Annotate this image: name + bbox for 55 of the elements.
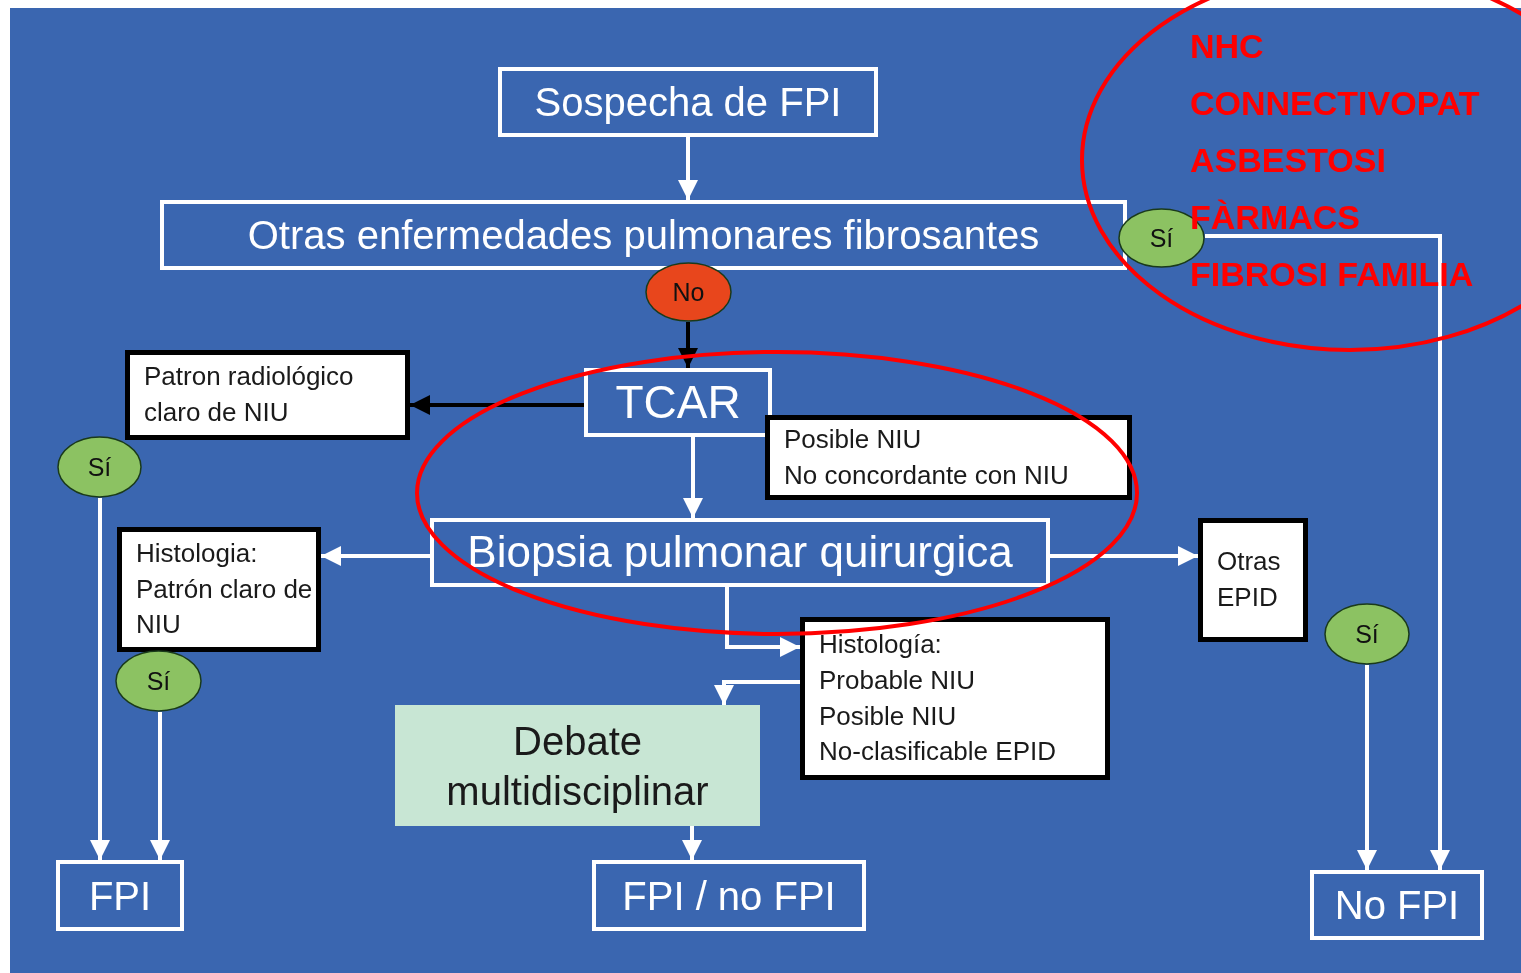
decision-oval xyxy=(645,262,732,322)
outcome-box xyxy=(1310,870,1484,940)
answer-label: Sí xyxy=(1149,223,1174,253)
arrow xyxy=(321,546,430,566)
annotation-text: CONNECTIVOPAT xyxy=(1190,83,1480,124)
process-box xyxy=(498,67,878,137)
answer-label: Sí xyxy=(146,666,171,696)
node-text: No-clasificable EPID xyxy=(819,735,1056,769)
node-text: No concordante con NIU xyxy=(784,458,1069,492)
outcome-box xyxy=(592,860,866,931)
node-text: No FPI xyxy=(1334,883,1460,927)
node-text: Otras EPID xyxy=(1217,545,1282,614)
node-text: Sospecha de FPI xyxy=(534,80,842,124)
arrow xyxy=(682,826,702,860)
node-text: Histologia: xyxy=(136,536,258,570)
node-text: Posible NIU xyxy=(819,699,957,733)
result-box xyxy=(765,415,1132,500)
annotation-text: FÀRMACS xyxy=(1190,197,1360,238)
arrow xyxy=(725,587,800,657)
node-text: TCAR xyxy=(615,377,741,428)
arrow xyxy=(410,395,584,415)
result-box xyxy=(117,527,321,652)
decision-oval xyxy=(1324,603,1410,665)
node-text: FPI / no FPI xyxy=(622,873,836,918)
arrow xyxy=(1050,546,1198,566)
arrow xyxy=(1205,234,1450,870)
node-text: Posible NIU xyxy=(784,422,922,456)
answer-label: Sí xyxy=(87,452,112,482)
decision-oval xyxy=(57,436,142,498)
arrow xyxy=(1357,665,1377,870)
result-box xyxy=(125,350,410,440)
outcome-box xyxy=(56,860,184,931)
annotation-text: NHC xyxy=(1190,26,1264,67)
node-text: Otras enfermedades pulmonares fibrosantes xyxy=(247,213,1040,257)
decision-oval xyxy=(115,650,202,712)
arrow xyxy=(714,680,800,705)
node-text: Probable NIU xyxy=(819,663,976,697)
result-box xyxy=(800,617,1110,780)
discussion-box xyxy=(395,705,760,826)
node-text: Debate multidisciplinar xyxy=(445,717,710,815)
arrow xyxy=(90,498,110,860)
answer-label: Sí xyxy=(1355,619,1379,649)
process-box xyxy=(430,518,1050,587)
node-text: Biopsia pulmonar quirurgica xyxy=(467,528,1013,577)
answer-label: No xyxy=(672,277,705,307)
arrow xyxy=(150,712,170,860)
annotation-text: ASBESTOSI xyxy=(1190,140,1386,181)
result-box xyxy=(1198,518,1308,642)
node-text: Histología: xyxy=(819,627,942,661)
process-box xyxy=(160,200,1127,270)
arrow xyxy=(678,137,698,200)
node-text: Patrón claro de NIU xyxy=(136,572,314,642)
arrow xyxy=(683,437,703,518)
node-text: FPI xyxy=(88,873,152,918)
node-text: Patron radiológico claro de NIU xyxy=(144,360,355,429)
